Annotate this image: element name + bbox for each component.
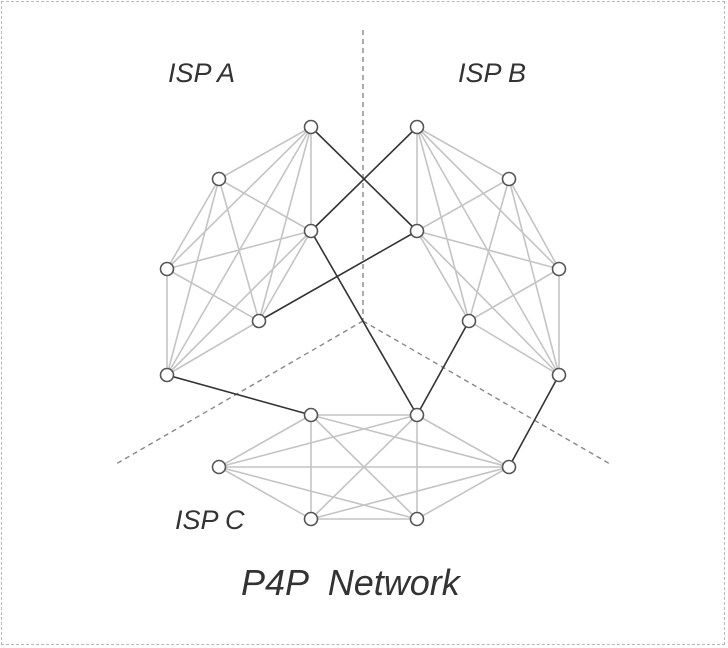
link-b4-b5: [468, 320, 560, 376]
inter-link-b5-c2: [416, 320, 470, 416]
node-c4: [409, 511, 425, 527]
divider-bc: [362, 320, 611, 465]
link-a3-a6: [166, 230, 312, 270]
node-a5: [251, 313, 267, 329]
node-a4: [159, 367, 175, 383]
link-a2-a3: [166, 178, 220, 270]
node-c5: [303, 511, 319, 527]
inter-link-a4-c1: [166, 374, 312, 416]
link-b4-b6: [416, 230, 560, 376]
node-c2: [409, 407, 425, 423]
link-c2-c3: [416, 414, 510, 468]
node-c3: [501, 459, 517, 475]
inter-link-b1-a6: [310, 126, 418, 232]
inter-link-a5-b6: [258, 230, 418, 322]
link-b5-b6: [416, 230, 470, 322]
link-a2-a4: [166, 178, 220, 376]
link-a1-a5: [258, 126, 312, 322]
node-a1: [303, 119, 319, 135]
node-b1: [409, 119, 425, 135]
node-a3: [159, 261, 175, 277]
inter-link-a6-c2: [310, 230, 418, 416]
link-a5-a6: [258, 230, 312, 322]
node-c6: [211, 459, 227, 475]
network-nodes: [159, 119, 567, 527]
link-c3-c4: [416, 466, 510, 520]
link-b1-b3: [416, 126, 560, 270]
node-b6: [409, 223, 425, 239]
link-a4-a6: [166, 230, 312, 376]
isp-b-label: ISP B: [458, 58, 526, 88]
link-b1-b5: [416, 126, 470, 322]
inter-link-b4-c3: [508, 374, 560, 468]
link-b2-b4: [508, 178, 560, 376]
link-b2-b6: [416, 178, 510, 232]
node-b3: [551, 261, 567, 277]
link-a1-a2: [218, 126, 312, 180]
link-b3-b5: [468, 268, 560, 322]
link-b3-b6: [416, 230, 560, 270]
link-a4-a5: [166, 320, 260, 376]
node-b5: [461, 313, 477, 329]
link-c3-c5: [310, 466, 510, 520]
link-c1-c6: [218, 414, 312, 468]
node-b4: [551, 367, 567, 383]
link-c5-c6: [218, 466, 312, 520]
link-a3-a5: [166, 268, 260, 322]
diagram-title: P4P Network: [241, 562, 462, 603]
isp-c-label: ISP C: [175, 505, 245, 535]
link-a1-a3: [166, 126, 312, 270]
link-c2-c6: [218, 414, 418, 468]
isp-a-label: ISP A: [168, 58, 235, 88]
link-a2-a6: [218, 178, 312, 232]
divider-ac: [115, 320, 364, 465]
link-c1-c3: [310, 414, 510, 468]
link-b2-b3: [508, 178, 560, 270]
node-b2: [501, 171, 517, 187]
link-c4-c6: [218, 466, 418, 520]
intra-isp-links: [166, 126, 560, 520]
node-a6: [303, 223, 319, 239]
inter-isp-links: [166, 126, 560, 468]
link-b1-b2: [416, 126, 510, 180]
isp-dividers: [115, 30, 611, 465]
node-c1: [303, 407, 319, 423]
node-a2: [211, 171, 227, 187]
